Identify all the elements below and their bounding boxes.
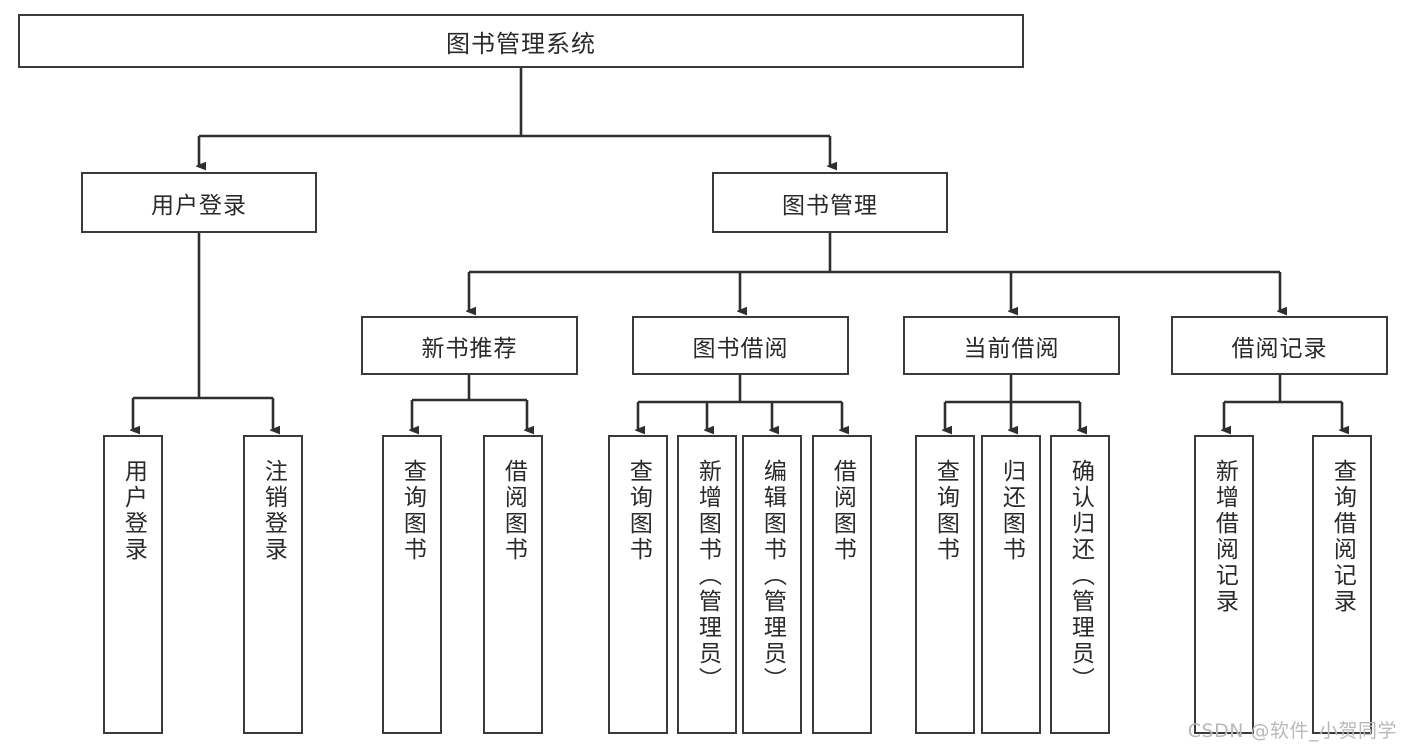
node-user-login[interactable]: 用户登录 [81, 172, 317, 233]
node-label: 当前借阅 [963, 335, 1060, 362]
node-label: 借阅记录 [1231, 335, 1328, 362]
leaf-confirm-return-admin[interactable]: 确认归还（管理员） [1050, 435, 1110, 734]
node-label: 借阅图书 [829, 459, 856, 563]
leaf-borrow-book-new-rec[interactable]: 借阅图书 [483, 435, 543, 734]
leaf-query-book-borrow[interactable]: 查询图书 [608, 435, 668, 734]
csdn-watermark: CSDN @软件_小贺同学 [1187, 720, 1397, 742]
node-label: 查询借阅记录 [1329, 459, 1356, 615]
node-new-book-recommendation[interactable]: 新书推荐 [361, 316, 578, 375]
node-label: 新书推荐 [421, 335, 518, 362]
leaf-add-borrow-record[interactable]: 新增借阅记录 [1194, 435, 1254, 734]
node-label: 新增借阅记录 [1211, 459, 1238, 615]
leaf-edit-book-admin[interactable]: 编辑图书（管理员） [742, 435, 802, 734]
leaf-add-book-admin[interactable]: 新增图书（管理员） [677, 435, 737, 734]
node-label: 用户登录 [120, 459, 147, 563]
leaf-query-book-new-rec[interactable]: 查询图书 [382, 435, 442, 734]
node-book-management[interactable]: 图书管理 [712, 172, 948, 233]
leaf-borrow-book-borrow[interactable]: 借阅图书 [812, 435, 872, 734]
node-label: 编辑图书（管理员） [759, 459, 786, 693]
node-label: 查询图书 [399, 459, 426, 563]
leaf-query-borrow-record[interactable]: 查询借阅记录 [1312, 435, 1372, 734]
node-current-borrowing[interactable]: 当前借阅 [903, 316, 1120, 375]
node-label: 用户登录 [151, 192, 247, 219]
node-root-book-management-system[interactable]: 图书管理系统 [18, 14, 1024, 68]
node-label: 图书管理 [782, 192, 878, 219]
node-label: 归还图书 [998, 459, 1025, 563]
node-book-borrowing[interactable]: 图书借阅 [632, 316, 849, 375]
node-label: 查询图书 [932, 459, 959, 563]
node-label: 图书借阅 [692, 335, 789, 362]
node-borrowing-record[interactable]: 借阅记录 [1171, 316, 1388, 375]
node-label: 注销登录 [260, 459, 287, 563]
leaf-query-book-current[interactable]: 查询图书 [915, 435, 975, 734]
node-label: 查询图书 [625, 459, 652, 563]
node-label: 借阅图书 [500, 459, 527, 563]
leaf-user-login[interactable]: 用户登录 [103, 435, 163, 734]
node-label: 图书管理系统 [446, 29, 596, 58]
leaf-logout-login[interactable]: 注销登录 [243, 435, 303, 734]
node-label: 新增图书（管理员） [694, 459, 721, 693]
node-label: 确认归还（管理员） [1067, 459, 1094, 693]
leaf-return-book[interactable]: 归还图书 [981, 435, 1041, 734]
